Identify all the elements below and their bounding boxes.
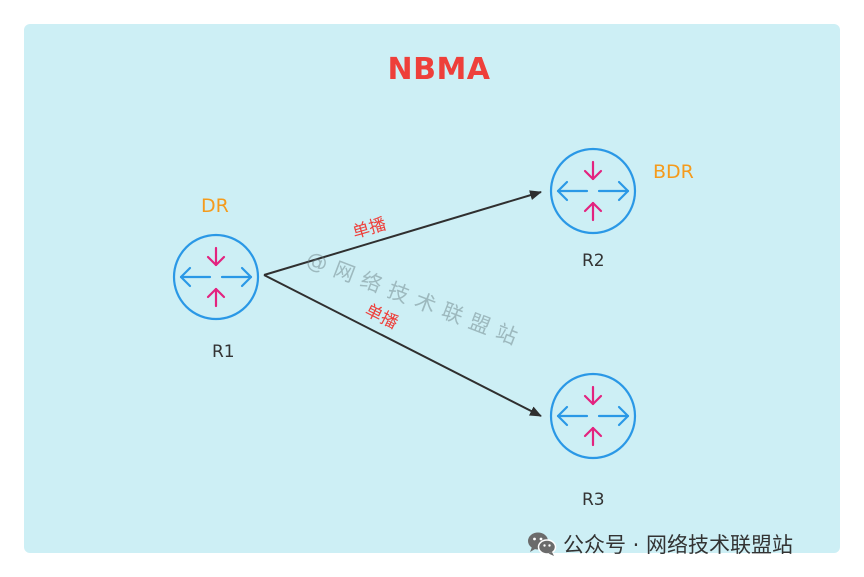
router-icon: [172, 233, 260, 321]
router-icon: [549, 372, 637, 460]
router-r3[interactable]: [549, 372, 637, 460]
router-name-r1: R1: [212, 342, 235, 362]
diagram-title: NBMA: [387, 52, 491, 87]
role-label-r1: DR: [201, 195, 229, 217]
role-label-r2: BDR: [653, 161, 694, 183]
router-name-r2: R2: [582, 251, 605, 271]
footer-credit: 公众号 · 网络技术联盟站: [527, 528, 793, 560]
diagram-canvas: [24, 24, 840, 553]
link-r1-r2: [263, 190, 542, 276]
router-r2[interactable]: [549, 147, 637, 235]
footer-text: 公众号 · 网络技术联盟站: [563, 533, 794, 557]
router-icon: [549, 147, 637, 235]
link-r1-r3: [263, 274, 542, 417]
router-r1[interactable]: [172, 233, 260, 321]
wechat-icon: [528, 532, 557, 556]
router-name-r3: R3: [582, 490, 605, 510]
